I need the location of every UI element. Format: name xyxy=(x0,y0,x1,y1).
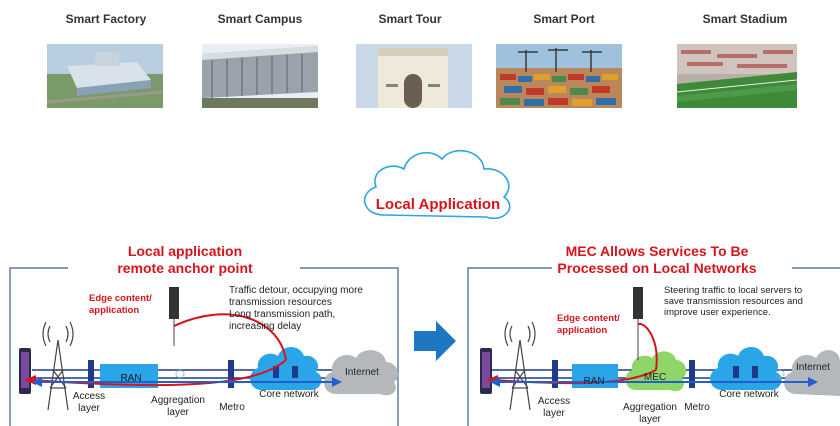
right-access-line1: Access xyxy=(537,396,571,407)
right-note-line3: improve user experience. xyxy=(664,307,771,318)
left-title-line1: Local application xyxy=(127,243,243,259)
left-note-line4: increasing delay xyxy=(229,321,302,332)
scene-title-stadium: Smart Stadium xyxy=(702,12,788,26)
left-access-line1: Access xyxy=(72,391,106,402)
right-title-line1: MEC Allows Services To Be xyxy=(565,243,749,259)
right-note-line2: save transmission resources and xyxy=(664,296,803,307)
left-note-line3: Long transmission path, xyxy=(229,309,336,320)
right-note-line1: Steering traffic to local servers to xyxy=(664,285,803,296)
scene-title-factory: Smart Factory xyxy=(65,12,147,26)
campus-photo xyxy=(202,44,318,108)
left-title-line2: remote anchor point xyxy=(117,260,253,276)
right-mec-label: MEC xyxy=(643,372,667,383)
stadium-photo xyxy=(677,44,797,108)
local-application-cloud xyxy=(364,150,511,220)
transition-arrow-icon xyxy=(414,321,456,361)
left-note-line2: transmission resources xyxy=(229,297,332,308)
right-ran-label: RAN xyxy=(583,376,605,387)
right-core-label: Core network xyxy=(719,389,779,400)
port-photo xyxy=(496,44,622,108)
left-agg-line2: layer xyxy=(167,407,189,418)
scene-title-port: Smart Port xyxy=(533,12,595,26)
left-ran-label: RAN xyxy=(120,373,142,384)
scene-title-tour: Smart Tour xyxy=(378,12,442,26)
factory-photo xyxy=(47,44,163,108)
right-title-line2: Processed on Local Networks xyxy=(557,260,757,276)
local-application-label: Local Application xyxy=(375,196,501,213)
tour-photo xyxy=(356,44,472,108)
left-internet-label: Internet xyxy=(345,367,379,378)
right-edge-label-line2: application xyxy=(557,325,608,336)
right-panel-diagram xyxy=(467,267,840,426)
right-internet-label: Internet xyxy=(796,362,830,373)
left-metro-label: Metro xyxy=(219,402,245,413)
right-edge-label-line1: Edge content/ xyxy=(557,313,620,324)
right-agg-line1: Aggregation xyxy=(623,402,677,413)
left-edge-label-line2: application xyxy=(89,305,140,316)
right-access-line2: layer xyxy=(543,408,565,419)
left-note-line1: Traffic detour, occupying more xyxy=(229,285,363,296)
right-metro-label: Metro xyxy=(684,402,710,413)
left-edge-label-line1: Edge content/ xyxy=(89,293,152,304)
scene-title-campus: Smart Campus xyxy=(217,12,303,26)
left-core-label: Core network xyxy=(259,389,319,400)
right-agg-line2: layer xyxy=(639,414,661,425)
left-access-line2: layer xyxy=(78,403,100,414)
left-panel-diagram xyxy=(9,267,399,426)
left-agg-line1: Aggregation xyxy=(151,395,205,406)
